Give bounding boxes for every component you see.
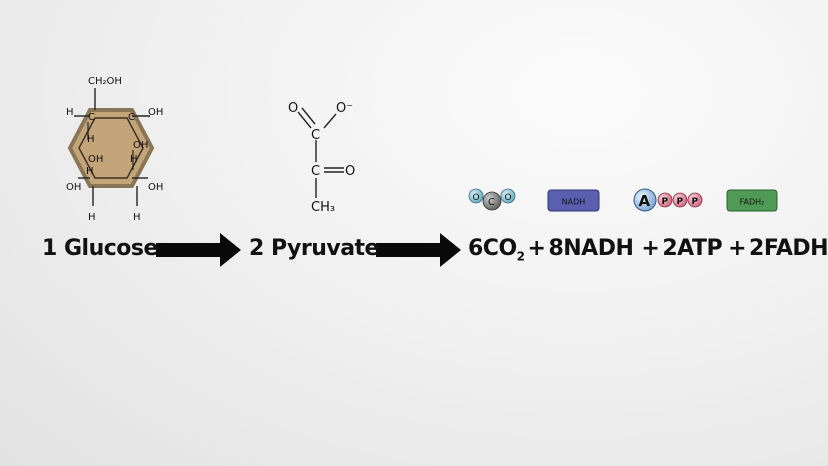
glucose-ring-c2: C [128,112,135,123]
glucose-top-group: CH₂OH [88,76,122,87]
co2-icon-o2: O [505,193,512,203]
glucose-h-upper-left: H [66,107,74,118]
glucose-inner-h-left: H [86,166,94,177]
pyruvate-label: 2 Pyruvate [249,236,379,261]
glucose-h-bottom-right: H [133,212,141,223]
fadh2-icon: FADH₂ [726,189,778,212]
atp-term: 2ATP [662,236,723,261]
arrow-glucose-to-pyruvate-icon [156,233,241,267]
pyruvate-o-right: O [345,164,355,179]
glucose-inner-h-upper: H [87,134,95,145]
glucose-inner-oh-right: OH [133,140,148,151]
atp-icon: A P P P [633,188,703,212]
co2-subscript: 2 [516,249,525,264]
nadh-icon-label: NADH [562,198,586,207]
plus-sign-3: + [728,236,747,261]
pyruvate-o-left: O [288,101,298,116]
atp-icon-p1: P [662,197,669,207]
glucose-ring-inner [78,117,144,179]
glucose-label: 1 Glucose [42,236,158,261]
glucose-h-bottom-left: H [88,212,96,223]
pyruvate-c-mid: C [311,164,320,179]
co2-coefficient: 6CO [468,236,517,261]
pyruvate-o-charge: O⁻ [336,101,353,116]
nadh-term: 8NADH [548,236,634,261]
glucose-oh-lower-right: OH [148,182,163,193]
glucose-oh-upper-right: OH [148,107,163,118]
arrow-pyruvate-to-products-icon [376,233,461,267]
glucose-oh-lower-left: OH [66,182,81,193]
products-equation: 6CO2+8NADH+2ATP+2FADH2 [468,236,828,263]
atp-icon-p2: P [677,197,684,207]
fadh2-coefficient: 2FADH [749,236,828,261]
glucose-inner-h-right: H [130,154,138,165]
pyruvate-ch3: CH₃ [311,200,335,215]
co2-term: 6CO2 [468,236,525,263]
nadh-icon: NADH [547,189,600,212]
plus-sign-2: + [641,236,660,261]
glucose-ring [67,108,155,188]
pyruvate-c-top: C [311,128,320,143]
fadh2-term: 2FADH2 [749,236,828,263]
glucose-ring-c1: C [88,112,95,123]
co2-icon-o1: O [473,193,480,203]
atp-icon-p3: P [692,197,699,207]
plus-sign-1: + [527,236,546,261]
co2-icon-c: C [488,197,495,208]
fadh2-icon-label: FADH₂ [740,198,765,207]
atp-icon-a: A [639,192,651,210]
co2-molecule-icon: O C O [468,188,516,211]
glucose-inner-oh-left: OH [88,154,103,165]
